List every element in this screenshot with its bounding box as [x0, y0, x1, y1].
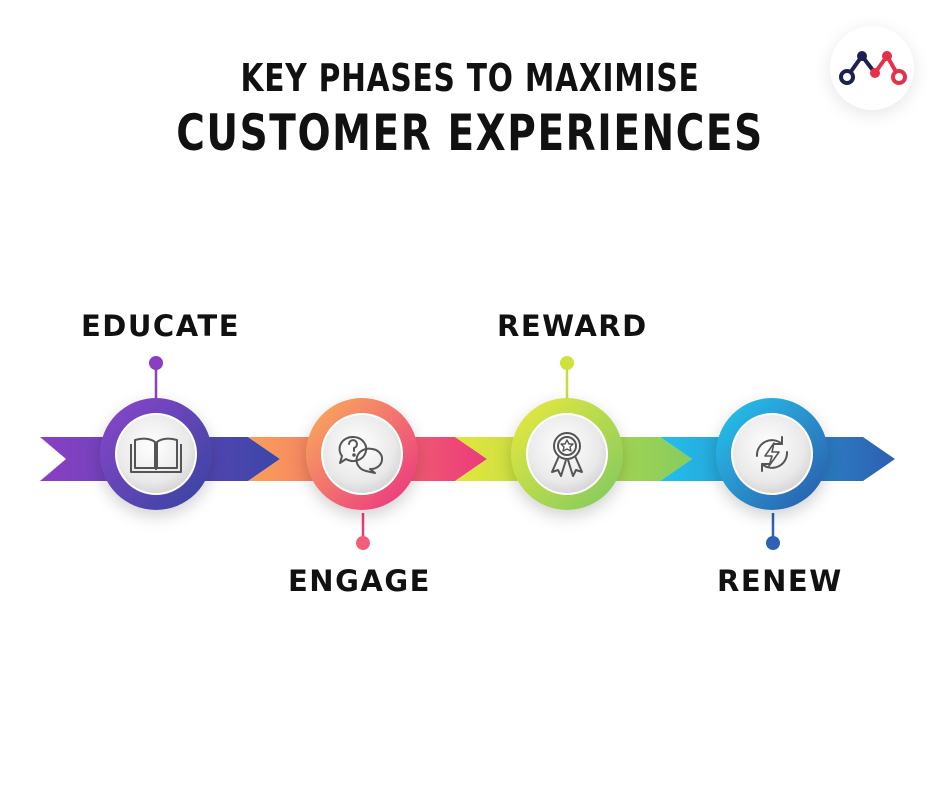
- phase-label-educate: EDUCATE: [81, 309, 240, 343]
- title-line-2: CUSTOMER EXPERIENCES: [176, 104, 764, 162]
- connector-dot-renew: [766, 536, 780, 550]
- phase-node-renew: [716, 398, 828, 510]
- connector-dot-engage: [356, 536, 370, 550]
- renew-lightning-icon: [755, 436, 789, 472]
- connector-dot-educate: [149, 356, 163, 370]
- phase-label-engage: ENGAGE: [288, 564, 431, 598]
- phase-node-engage: [306, 398, 418, 510]
- title-line-1: KEY PHASES TO MAXIMISE: [240, 56, 700, 100]
- logo-nodes-icon: [839, 51, 907, 85]
- book-icon: [130, 437, 182, 473]
- phase-label-renew: RENEW: [717, 564, 843, 598]
- question-chat-icon: [338, 435, 384, 474]
- award-ribbon-icon: [551, 432, 583, 477]
- phase-label-reward: REWARD: [497, 309, 648, 343]
- connector-dot-reward: [560, 356, 574, 370]
- brand-logo: [830, 26, 914, 110]
